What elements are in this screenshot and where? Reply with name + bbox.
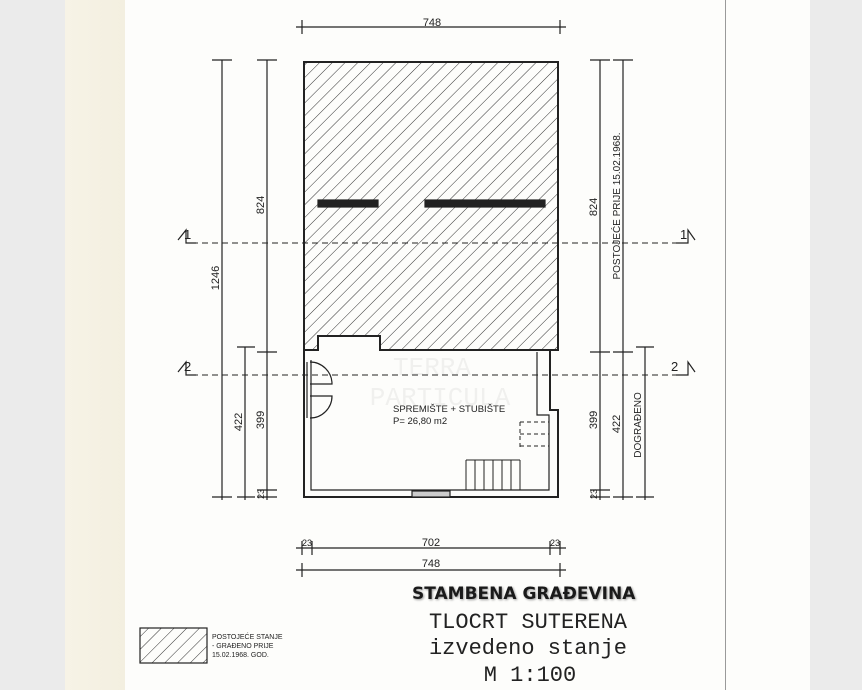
section-2-left: 2 — [184, 359, 191, 374]
section-1-left: 1 — [184, 227, 191, 242]
dim-right-lower-inner: 399 — [588, 411, 600, 429]
existing-annotation: POSTOJEĆE PRIJE 15.02.1968. — [610, 132, 623, 279]
watermark-line2: PARTICULA — [370, 383, 511, 413]
state-title: izvedeno stanje — [429, 636, 627, 661]
page-edge — [725, 0, 726, 690]
dim-left-wall: 23 — [256, 489, 266, 499]
legend-line3: 15.02.1968. GOD. — [212, 652, 269, 659]
plan-title: TLOCRT SUTERENA — [429, 610, 628, 635]
added-annotation: DOGRAĐENO — [633, 392, 644, 458]
legend-line1: POSTOJEĆE STANJE — [212, 632, 283, 641]
watermark-line1: TERRA — [393, 353, 471, 383]
dim-right-wall: 23 — [589, 489, 599, 499]
dim-left-total: 1246 — [210, 266, 222, 290]
dim-right-lower-outer: 422 — [611, 415, 623, 433]
dim-bottom-wall-left: 23 — [302, 538, 312, 548]
dim-bottom-wall-right: 23 — [550, 538, 560, 548]
room-area: P= 26,80 m2 — [393, 416, 447, 427]
dim-bottom-total: 748 — [422, 558, 440, 570]
dim-bottom-inner: 702 — [422, 537, 440, 549]
room-name: SPREMIŠTE + STUBIŠTE — [393, 404, 505, 415]
scale-label: M 1:100 — [484, 663, 576, 688]
dim-left-lower-outer: 422 — [233, 413, 245, 431]
dim-left-lower-inner: 399 — [255, 411, 267, 429]
legend-line2: - GRAĐENO PRIJE — [212, 643, 274, 650]
dim-left-upper: 824 — [255, 196, 267, 214]
scan-margin — [65, 0, 125, 690]
section-1-right: 1 — [680, 227, 687, 242]
dim-right-upper: 824 — [588, 198, 600, 216]
dim-top-width: 748 — [423, 17, 441, 29]
section-2-right: 2 — [671, 359, 678, 374]
building-title: STAMBENA GRAĐEVINA — [412, 584, 636, 604]
